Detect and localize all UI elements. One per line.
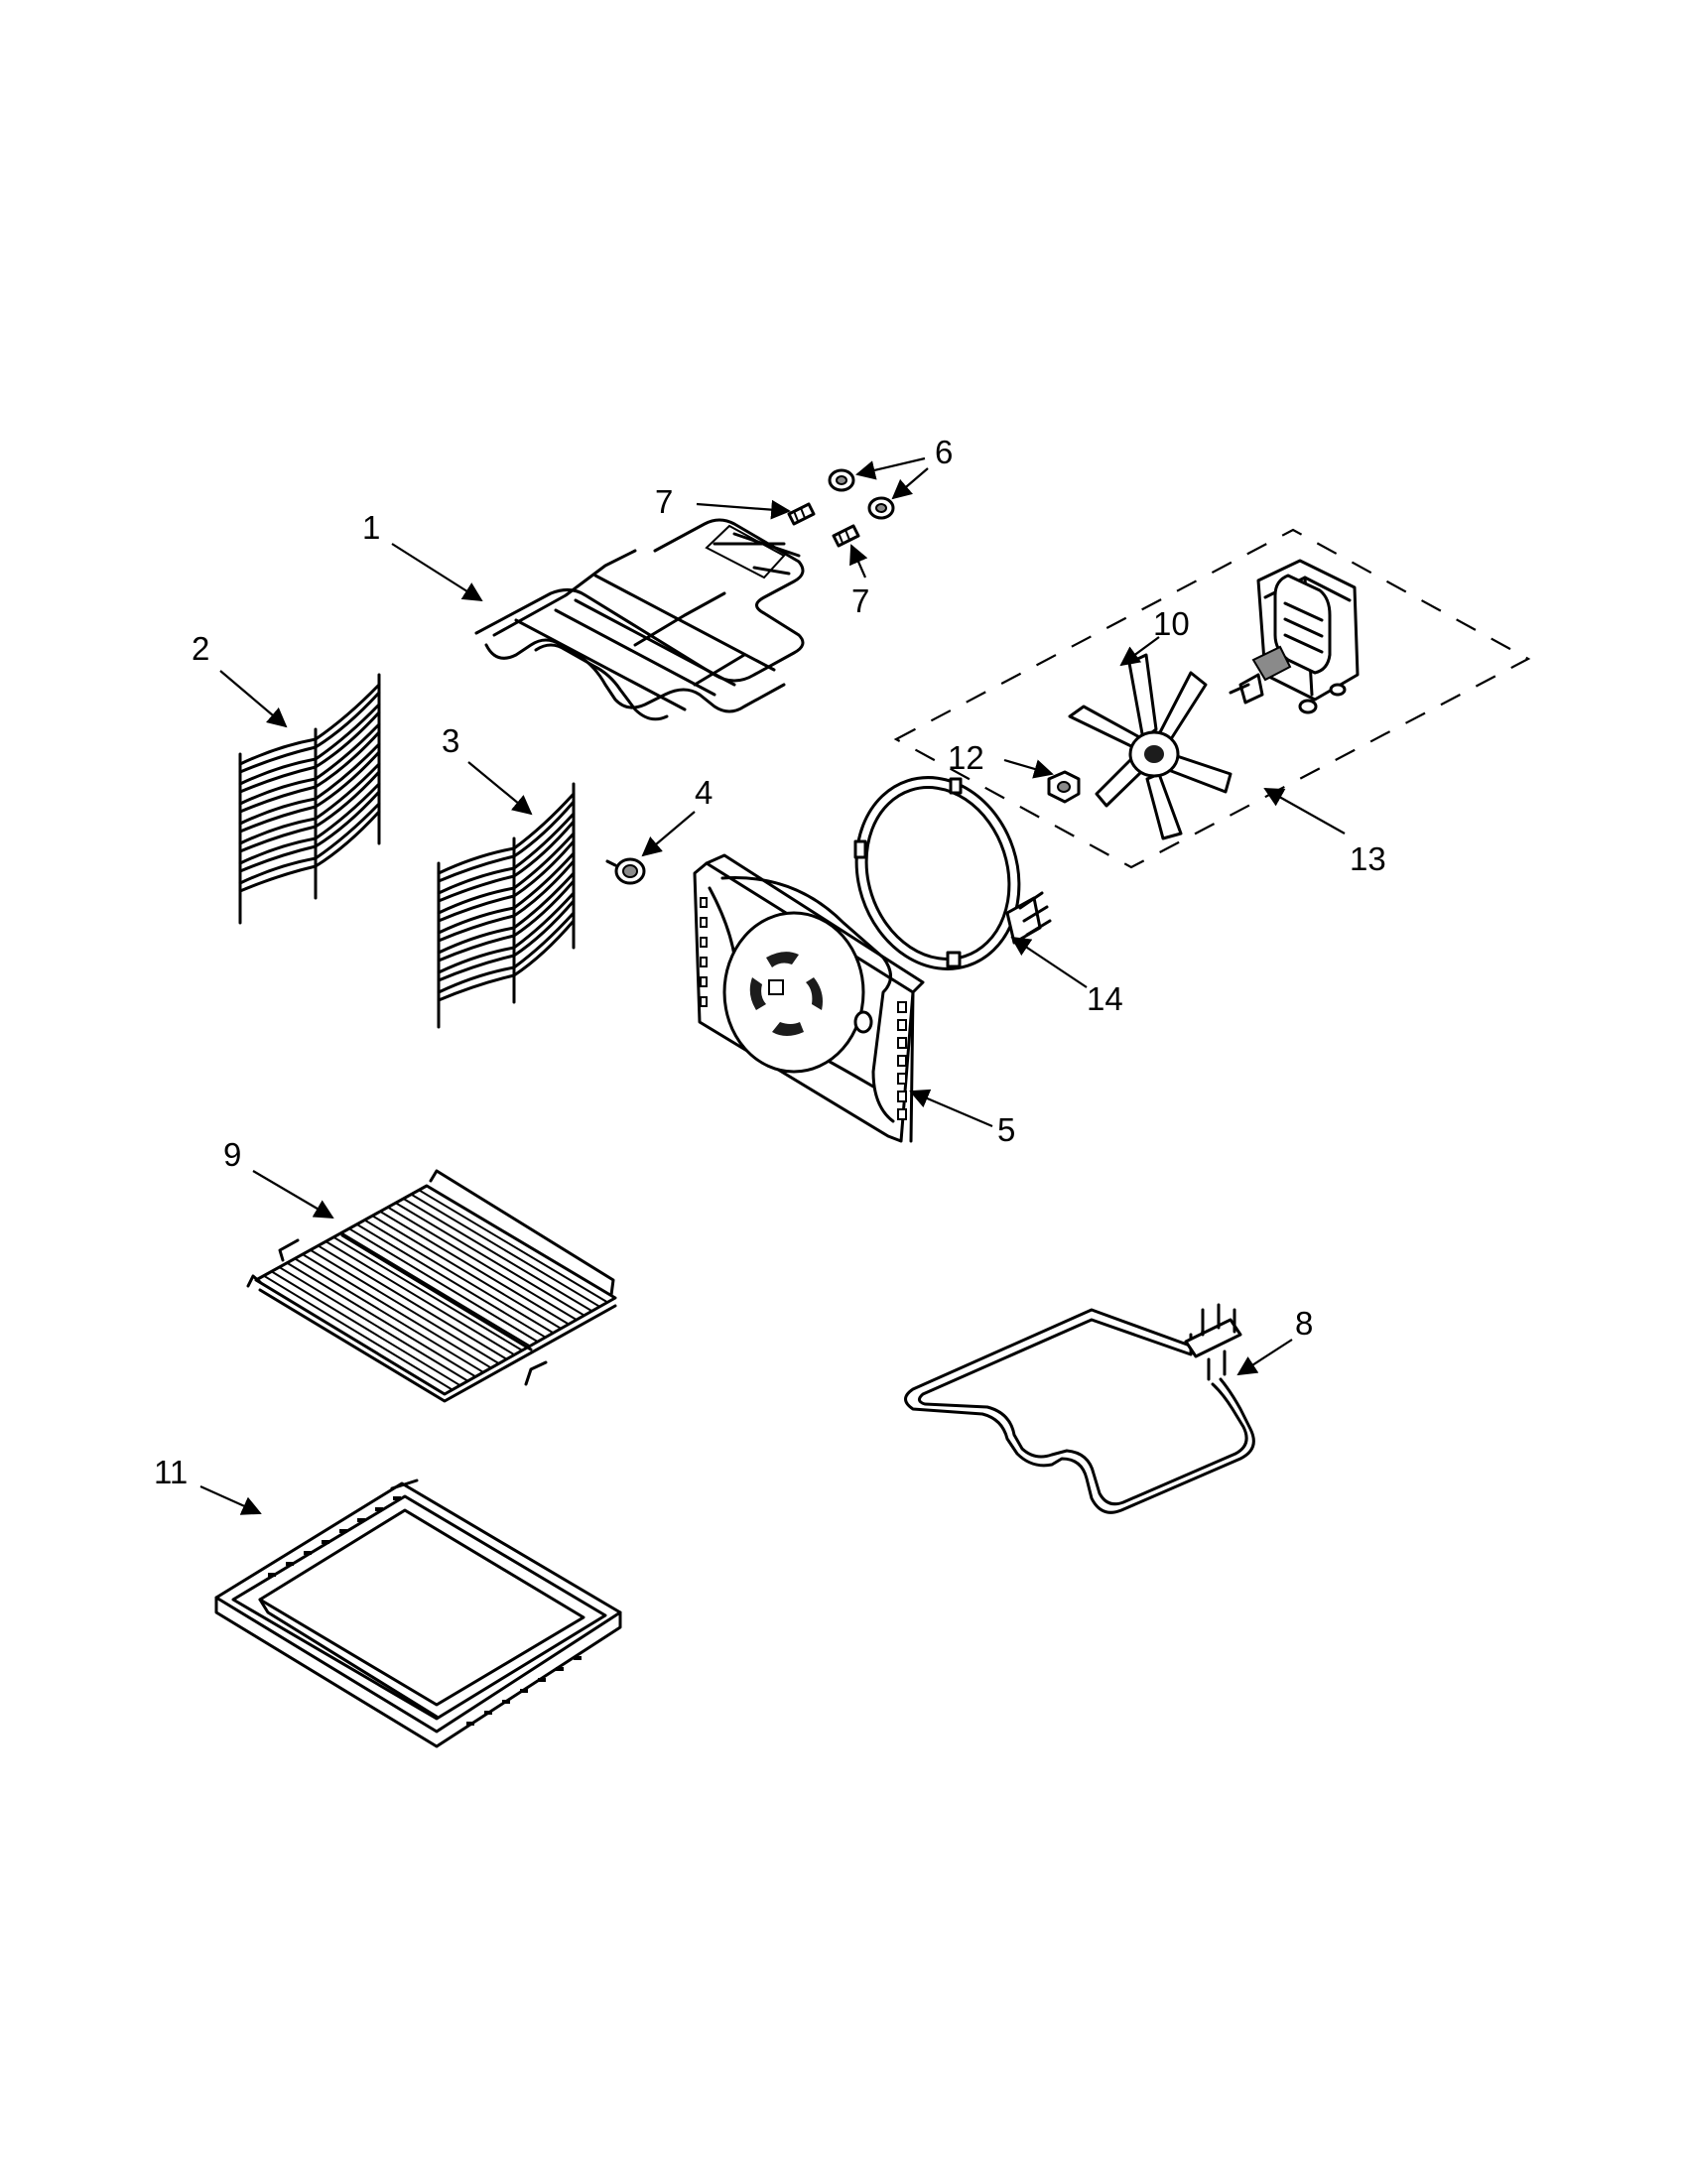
oven-rack-part[interactable] xyxy=(246,1169,617,1403)
leader-lines xyxy=(199,456,1346,1515)
broil-pan-part[interactable] xyxy=(214,1478,622,1748)
callout-1: 1 xyxy=(362,509,380,546)
bake-element-part[interactable] xyxy=(904,1303,1255,1514)
callout-3: 3 xyxy=(442,722,459,759)
convection-fan-cover-part[interactable] xyxy=(693,853,925,1143)
rack-guide-right-part[interactable] xyxy=(437,782,576,1029)
callout-11: 11 xyxy=(154,1454,188,1490)
callout-13: 13 xyxy=(1350,840,1386,877)
fan-motor-assembly-part[interactable] xyxy=(893,528,1531,869)
callout-6: 6 xyxy=(935,434,953,470)
nut-part[interactable] xyxy=(828,468,895,520)
callout-7-lower: 7 xyxy=(851,582,869,619)
callout-14: 14 xyxy=(1087,980,1123,1017)
convection-element-part[interactable] xyxy=(833,756,1052,990)
callout-9: 9 xyxy=(223,1136,241,1173)
callout-12: 12 xyxy=(948,739,984,776)
rack-guide-left-part[interactable] xyxy=(238,673,381,925)
callout-8: 8 xyxy=(1295,1305,1313,1342)
broil-element-part[interactable] xyxy=(474,518,805,721)
callout-7-upper: 7 xyxy=(655,483,673,520)
callout-5: 5 xyxy=(997,1111,1015,1148)
callout-2: 2 xyxy=(192,630,209,667)
oven-light-part[interactable] xyxy=(605,857,646,885)
callout-10: 10 xyxy=(1153,605,1190,642)
screw-part[interactable] xyxy=(787,502,860,548)
callout-4: 4 xyxy=(695,774,713,811)
fan-blade-part[interactable] xyxy=(1068,653,1233,840)
fan-nut-part[interactable] xyxy=(1047,770,1081,804)
